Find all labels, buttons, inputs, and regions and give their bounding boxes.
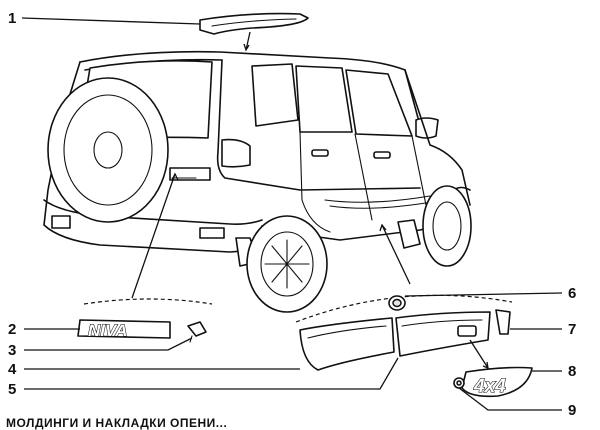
callout-number-6: 6	[568, 285, 576, 302]
callout-number-5: 5	[8, 381, 16, 398]
callout-line-5	[24, 357, 399, 390]
pointer-mouldings	[381, 224, 411, 285]
4x4-badge-text: 4x4	[473, 376, 506, 397]
pointer-arrow-1	[243, 31, 251, 52]
niva-badge: NIVA	[77, 319, 171, 341]
pointer-4x4-badge	[469, 339, 489, 369]
callout-line-6	[404, 292, 563, 297]
niva-badge-text: NIVA	[88, 321, 127, 340]
callout-line-1	[21, 17, 201, 25]
callout-number-7: 7	[568, 321, 576, 338]
callout-number-9: 9	[568, 402, 576, 419]
figure-caption: МОЛДИНГИ И НАКЛАДКИ ОПЕНИ...	[6, 416, 228, 430]
group-boundary-left	[83, 298, 213, 305]
group-boundary-right	[295, 294, 513, 323]
callout-number-3: 3	[8, 342, 16, 359]
pointer-niva-arrow	[171, 172, 179, 181]
moulding-end-cap	[495, 309, 511, 335]
rear-door-moulding	[299, 317, 395, 371]
moulding-clip	[388, 295, 406, 311]
callout-number-8: 8	[568, 363, 576, 380]
rear-wheel	[246, 215, 328, 313]
4x4-badge: 4x4	[461, 366, 533, 398]
front-door-moulding	[395, 311, 491, 357]
callout-number-1: 1	[8, 10, 16, 27]
callout-number-2: 2	[8, 321, 16, 338]
spare-wheel	[47, 77, 169, 223]
roof-spoiler	[199, 12, 309, 35]
callout-line-3	[24, 337, 193, 351]
pointer-4x4-arrow	[482, 361, 489, 370]
front-wheel	[422, 185, 472, 267]
pointer-mouldings-arrow	[379, 223, 387, 232]
pointer-niva-badge	[131, 173, 176, 299]
callout-number-4: 4	[8, 361, 17, 378]
callout-line-9	[458, 387, 562, 411]
badge-fastener	[453, 377, 465, 389]
